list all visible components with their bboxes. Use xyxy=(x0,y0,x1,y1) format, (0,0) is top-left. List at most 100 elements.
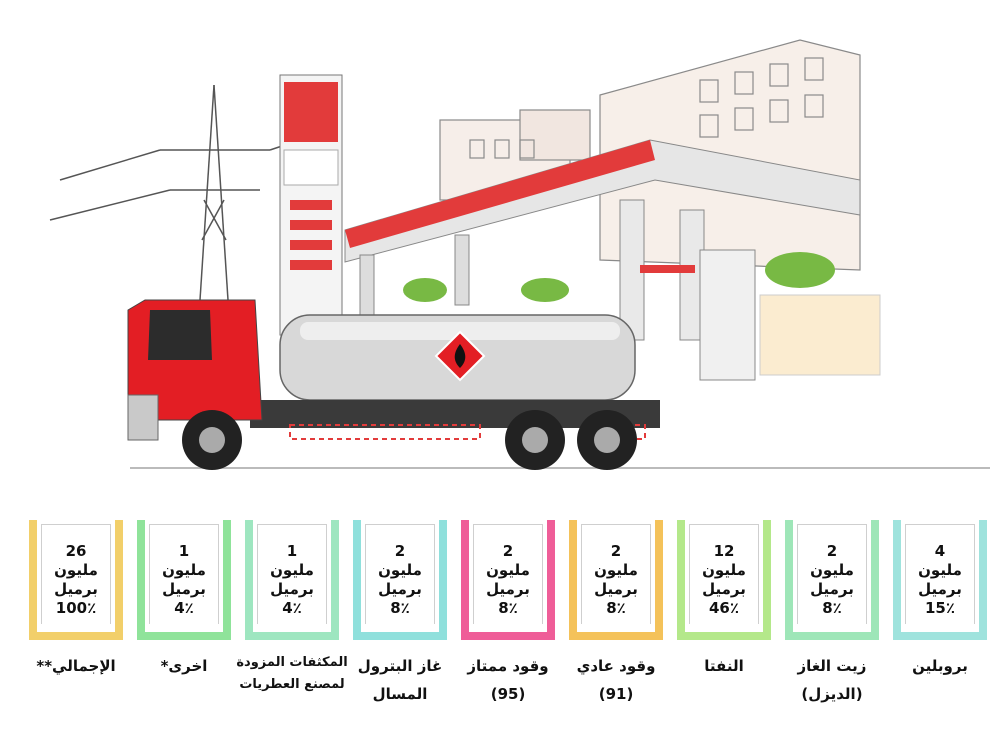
stat-unit-barrel: برميل xyxy=(270,580,314,598)
stat-label: وقود عادي (91) xyxy=(556,652,676,708)
fuel-tanker-truck xyxy=(127,299,660,470)
stat-label-line1: وقود عادي xyxy=(576,657,656,675)
stat-unit-million: مليون xyxy=(918,561,962,579)
stat-percent: 4٪ xyxy=(174,599,194,617)
stat-box xyxy=(581,524,651,624)
stat-box xyxy=(149,524,219,624)
stat-unit-barrel: برميل xyxy=(486,580,530,598)
stat-frame xyxy=(29,520,37,640)
stat-unit-barrel: برميل xyxy=(162,580,206,598)
stat-box xyxy=(689,524,759,624)
stat-amount: 12 xyxy=(713,542,735,560)
stat-percent: 8٪ xyxy=(822,599,842,617)
fuel-station-illustration xyxy=(49,39,990,470)
stat-frame xyxy=(223,520,231,640)
stat-label: زيت الغاز (الديزل) xyxy=(772,652,892,708)
stat-frame xyxy=(785,520,793,640)
stat-percent: 100٪ xyxy=(55,599,97,617)
stat-frame xyxy=(461,520,469,640)
stat-unit-barrel: برميل xyxy=(378,580,422,598)
stat-label-line1: زيت الغاز xyxy=(797,657,867,675)
stat-label-line1: النفتا xyxy=(704,657,744,675)
stat-unit-million: مليون xyxy=(378,561,422,579)
stat-box xyxy=(905,524,975,624)
stat-amount: 2 xyxy=(610,542,622,560)
stat-amount: 1 xyxy=(178,542,190,560)
stat-frame xyxy=(245,632,339,640)
stat-frame xyxy=(547,520,555,640)
stat-unit-million: مليون xyxy=(486,561,530,579)
stat-percent: 8٪ xyxy=(606,599,626,617)
stat-label: وقود ممتاز (95) xyxy=(448,652,568,708)
stat-label-line1: وقود ممتاز xyxy=(467,657,549,675)
price-sign xyxy=(279,74,343,336)
stat-frame xyxy=(331,520,339,640)
stat-unit-million: مليون xyxy=(810,561,854,579)
stat-amount: 2 xyxy=(826,542,838,560)
plants xyxy=(403,252,835,302)
stat-percent: 4٪ xyxy=(282,599,302,617)
stat-unit-million: مليون xyxy=(54,561,98,579)
stat-frame xyxy=(893,632,987,640)
stat-percent: 46٪ xyxy=(708,599,740,617)
stat-unit-million: مليون xyxy=(270,561,314,579)
stat-label-line1: غاز البترول xyxy=(357,657,443,675)
stat-frame xyxy=(677,632,771,640)
stat-frame xyxy=(569,632,663,640)
stat-amount: 2 xyxy=(394,542,406,560)
stat-unit-barrel: برميل xyxy=(702,580,746,598)
stat-label-line2: (91) xyxy=(598,685,634,703)
stat-frame xyxy=(439,520,447,640)
stat-percent: 8٪ xyxy=(498,599,518,617)
stat-frame xyxy=(29,632,123,640)
stat-unit-barrel: برميل xyxy=(810,580,854,598)
stat-label-line1: بروبلين xyxy=(912,657,968,675)
stat-percent: 15٪ xyxy=(924,599,956,617)
stat-frame xyxy=(137,632,231,640)
stat-label-line2: (95) xyxy=(490,685,526,703)
flame-hazard-icon xyxy=(434,330,486,382)
stat-unit-million: مليون xyxy=(594,561,638,579)
stat-label-line1: اخرى* xyxy=(160,657,208,675)
stat-unit-million: مليون xyxy=(162,561,206,579)
stat-frame xyxy=(137,520,145,640)
stat-frame xyxy=(115,520,123,640)
stat-frame xyxy=(677,520,685,640)
station-canopy xyxy=(344,139,881,381)
stat-label-line1: الإجمالي** xyxy=(36,657,116,675)
stat-unit-million: مليون xyxy=(702,561,746,579)
stat-frame xyxy=(245,520,253,640)
stat-unit-barrel: برميل xyxy=(594,580,638,598)
stat-label-line2: لمصنع العطريات xyxy=(239,677,345,692)
stat-amount: 26 xyxy=(65,542,87,560)
stat-frame xyxy=(979,520,987,640)
stat-frame xyxy=(461,632,555,640)
stat-box xyxy=(797,524,867,624)
stat-label: بروبلين xyxy=(880,652,1000,680)
stat-label: اخرى* xyxy=(124,652,244,680)
power-pylon xyxy=(49,84,301,301)
stat-frame xyxy=(871,520,879,640)
stat-box xyxy=(365,524,435,624)
stat-label-line2: (الديزل) xyxy=(801,685,863,703)
stat-amount: 2 xyxy=(502,542,514,560)
stat-unit-barrel: برميل xyxy=(918,580,962,598)
stat-frame xyxy=(569,520,577,640)
stat-box xyxy=(257,524,327,624)
